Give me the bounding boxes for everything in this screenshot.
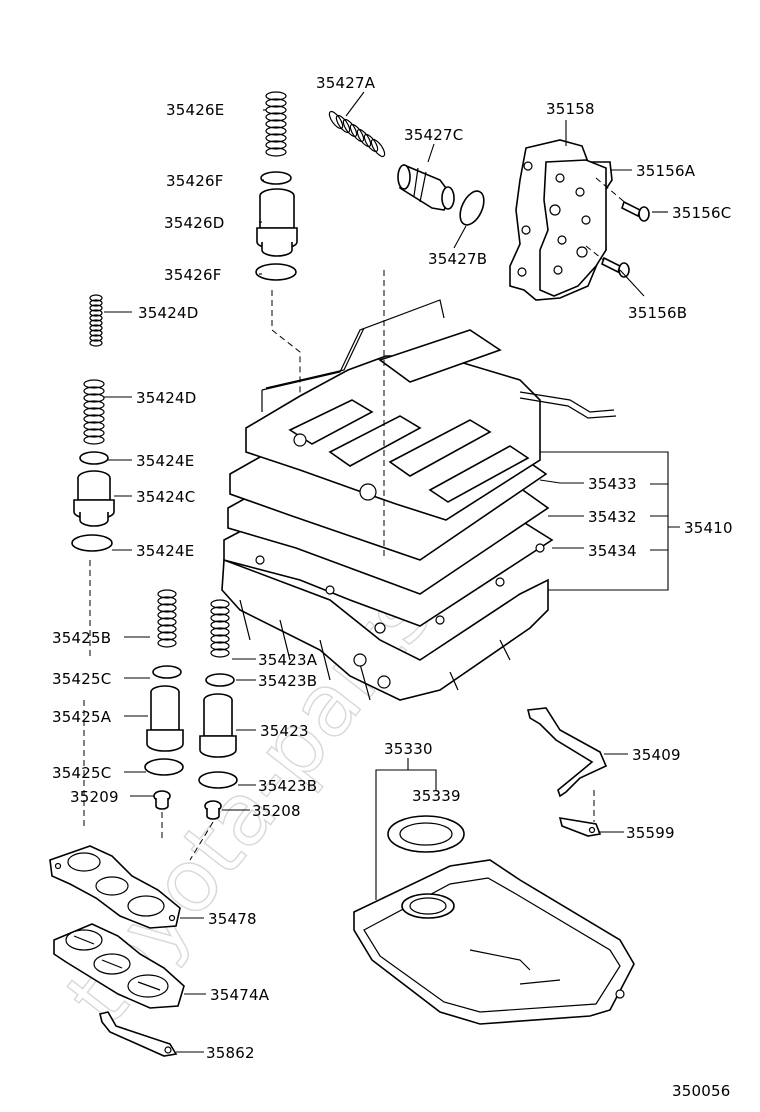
label-35424C: 35424C — [136, 488, 195, 506]
cover-plate-35158 — [509, 139, 613, 301]
label-35599: 35599 — [626, 824, 675, 842]
lock-plate-35599 — [558, 817, 602, 837]
label-35425A: 35425A — [52, 708, 112, 726]
label-35426E: 35426E — [166, 101, 224, 119]
label-35158: 35158 — [546, 100, 595, 118]
o-ring-35423B-lower — [198, 771, 238, 789]
label-35434: 35434 — [588, 542, 637, 560]
plate-35474A — [53, 923, 185, 1009]
label-35425C-bottom: 35425C — [52, 764, 111, 782]
bolt-35156B — [601, 256, 630, 278]
label-35427A: 35427A — [316, 74, 376, 92]
check-ball-35208 — [204, 800, 222, 820]
label-35424E-top: 35424E — [136, 452, 194, 470]
label-35474A: 35474A — [210, 986, 270, 1004]
spring-35426E — [265, 91, 287, 157]
label-35423B-bottom: 35423B — [258, 777, 317, 795]
label-35156B: 35156B — [628, 304, 687, 322]
seal-ring-35339 — [387, 815, 465, 853]
label-35478: 35478 — [208, 910, 257, 928]
label-35427B: 35427B — [428, 250, 487, 268]
spring-35423A — [210, 599, 230, 658]
bracket-35862 — [99, 1011, 178, 1057]
label-35433: 35433 — [588, 475, 637, 493]
leader-lines — [104, 91, 680, 1053]
label-35425B: 35425B — [52, 629, 111, 647]
label-35424E-bottom: 35424E — [136, 542, 194, 560]
figure-code: 350056 — [672, 1082, 730, 1100]
label-35339: 35339 — [412, 787, 461, 805]
label-35425C-top: 35425C — [52, 670, 111, 688]
label-35424D-top: 35424D — [138, 304, 198, 322]
label-35424D-mid: 35424D — [136, 389, 196, 407]
label-35427C: 35427C — [404, 126, 463, 144]
o-ring-35426F-bottom — [255, 263, 297, 281]
label-35423A: 35423A — [258, 651, 318, 669]
valve-sleeve-35423 — [199, 693, 237, 758]
spring-35425B — [157, 589, 177, 648]
label-35423: 35423 — [260, 722, 309, 740]
bolt-35156C — [621, 200, 650, 222]
o-ring-35424E-upper — [79, 451, 109, 465]
valve-sleeve-35425A — [146, 685, 184, 752]
o-ring-35425C-upper — [152, 665, 182, 679]
label-35423B-top: 35423B — [258, 672, 317, 690]
label-35426D: 35426D — [164, 214, 224, 232]
label-35156A: 35156A — [636, 162, 696, 180]
label-35432: 35432 — [588, 508, 637, 526]
label-35208: 35208 — [252, 802, 301, 820]
bracket-35409 — [527, 707, 608, 798]
label-35410: 35410 — [684, 519, 733, 537]
oil-strainer-35330 — [353, 859, 635, 1025]
label-35330: 35330 — [384, 740, 433, 758]
label-35862: 35862 — [206, 1044, 255, 1062]
spring-35427A — [328, 110, 386, 158]
part-labels: 35427A 35426E 35427C 35158 35156A 35426F… — [52, 74, 733, 1100]
o-ring-35423B-upper — [205, 673, 235, 687]
spring-35424D-lower — [83, 379, 105, 445]
o-ring-35424E-lower — [71, 534, 113, 552]
label-35426F-top: 35426F — [166, 172, 224, 190]
o-ring-35427B — [459, 190, 485, 226]
spring-35424D-upper — [89, 294, 103, 347]
gasket-35478 — [49, 845, 181, 929]
label-35209: 35209 — [70, 788, 119, 806]
label-35156C: 35156C — [672, 204, 731, 222]
label-35409: 35409 — [632, 746, 681, 764]
valve-body-35410 — [221, 299, 617, 701]
o-ring-35426F-top — [260, 171, 292, 185]
label-35426F-bottom: 35426F — [164, 266, 222, 284]
plug-35427C — [397, 163, 455, 211]
check-ball-35209 — [153, 790, 171, 810]
valve-sleeve-35424C — [73, 470, 115, 527]
valve-sleeve-35426D — [256, 188, 298, 257]
o-ring-35425C-lower — [144, 758, 184, 776]
